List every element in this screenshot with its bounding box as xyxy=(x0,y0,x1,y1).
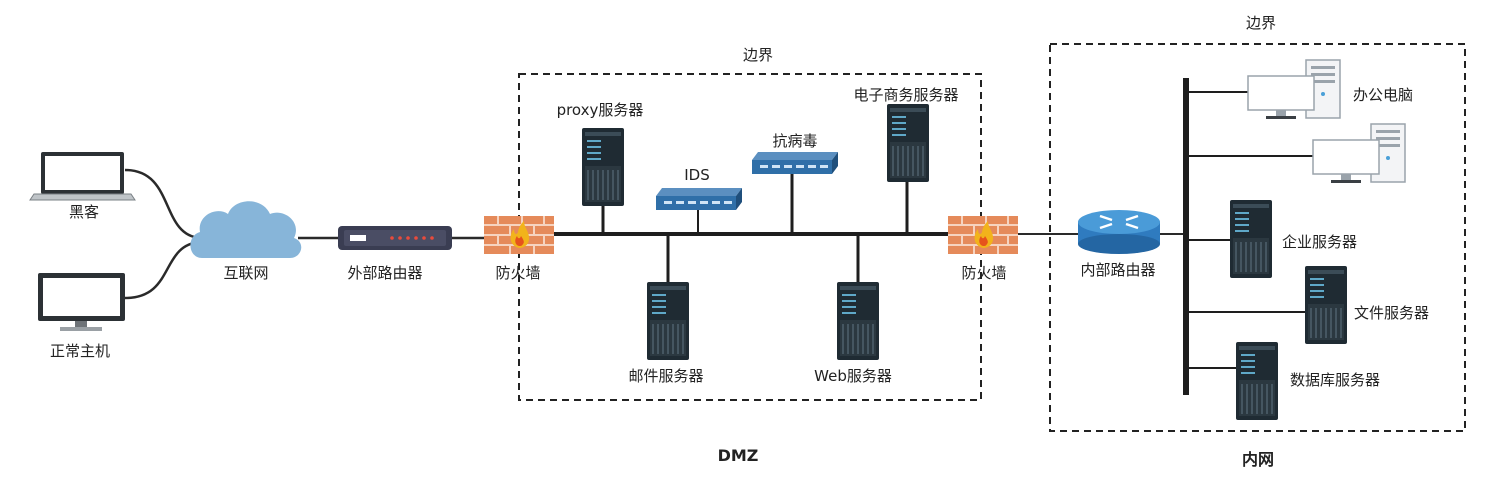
core-router-icon xyxy=(1078,210,1160,254)
mail-server-icon xyxy=(646,281,690,361)
ecommerce-server-icon xyxy=(886,103,930,183)
links xyxy=(124,168,488,300)
office-pc-label: 办公电脑 xyxy=(1353,86,1414,104)
external-router-label: 外部路由器 xyxy=(347,264,423,282)
dmz-label: DMZ xyxy=(717,446,759,465)
intranet-label: 内网 xyxy=(1241,450,1275,469)
antivirus-label: 抗病毒 xyxy=(772,132,818,150)
ids-switch-icon xyxy=(656,188,742,210)
cloud-icon xyxy=(190,201,302,258)
office-pc-icon xyxy=(1247,59,1341,120)
firewall-inner-icon xyxy=(947,215,1019,255)
intranet-bus xyxy=(1183,78,1316,395)
internal-router-label: 内部路由器 xyxy=(1080,261,1156,279)
web-server-icon xyxy=(836,281,880,361)
normal-host-label: 正常主机 xyxy=(49,342,111,360)
file-server-icon xyxy=(1304,265,1348,345)
antivirus-switch-icon xyxy=(752,152,838,174)
hacker-label: 黑客 xyxy=(68,203,100,221)
ids-label: IDS xyxy=(684,166,710,184)
ecommerce-server-label: 电子商务服务器 xyxy=(853,86,959,104)
intranet-boundary-label: 边界 xyxy=(1245,14,1277,32)
proxy-server-label: proxy服务器 xyxy=(556,101,644,119)
laptop-icon xyxy=(29,152,136,201)
dmz-bus xyxy=(552,170,952,286)
database-server-icon xyxy=(1235,341,1279,421)
proxy-server-icon xyxy=(581,127,625,207)
intranet-boundary xyxy=(1049,43,1466,432)
file-server-label: 文件服务器 xyxy=(1354,304,1430,322)
firewall-outer-label: 防火墙 xyxy=(495,264,541,282)
pc-icon xyxy=(1312,123,1406,184)
mail-server-label: 邮件服务器 xyxy=(628,367,704,385)
web-server-label: Web服务器 xyxy=(814,367,892,385)
enterprise-server-label: 企业服务器 xyxy=(1282,233,1358,251)
monitor-icon xyxy=(38,273,125,331)
firewall-outer-icon xyxy=(483,215,555,255)
firewall-inner-label: 防火墙 xyxy=(961,264,1007,282)
database-server-label: 数据库服务器 xyxy=(1290,371,1381,389)
router-icon xyxy=(338,226,452,250)
enterprise-server-icon xyxy=(1229,199,1273,279)
dmz-boundary-label: 边界 xyxy=(742,46,774,64)
internet-label: 互联网 xyxy=(223,264,269,282)
